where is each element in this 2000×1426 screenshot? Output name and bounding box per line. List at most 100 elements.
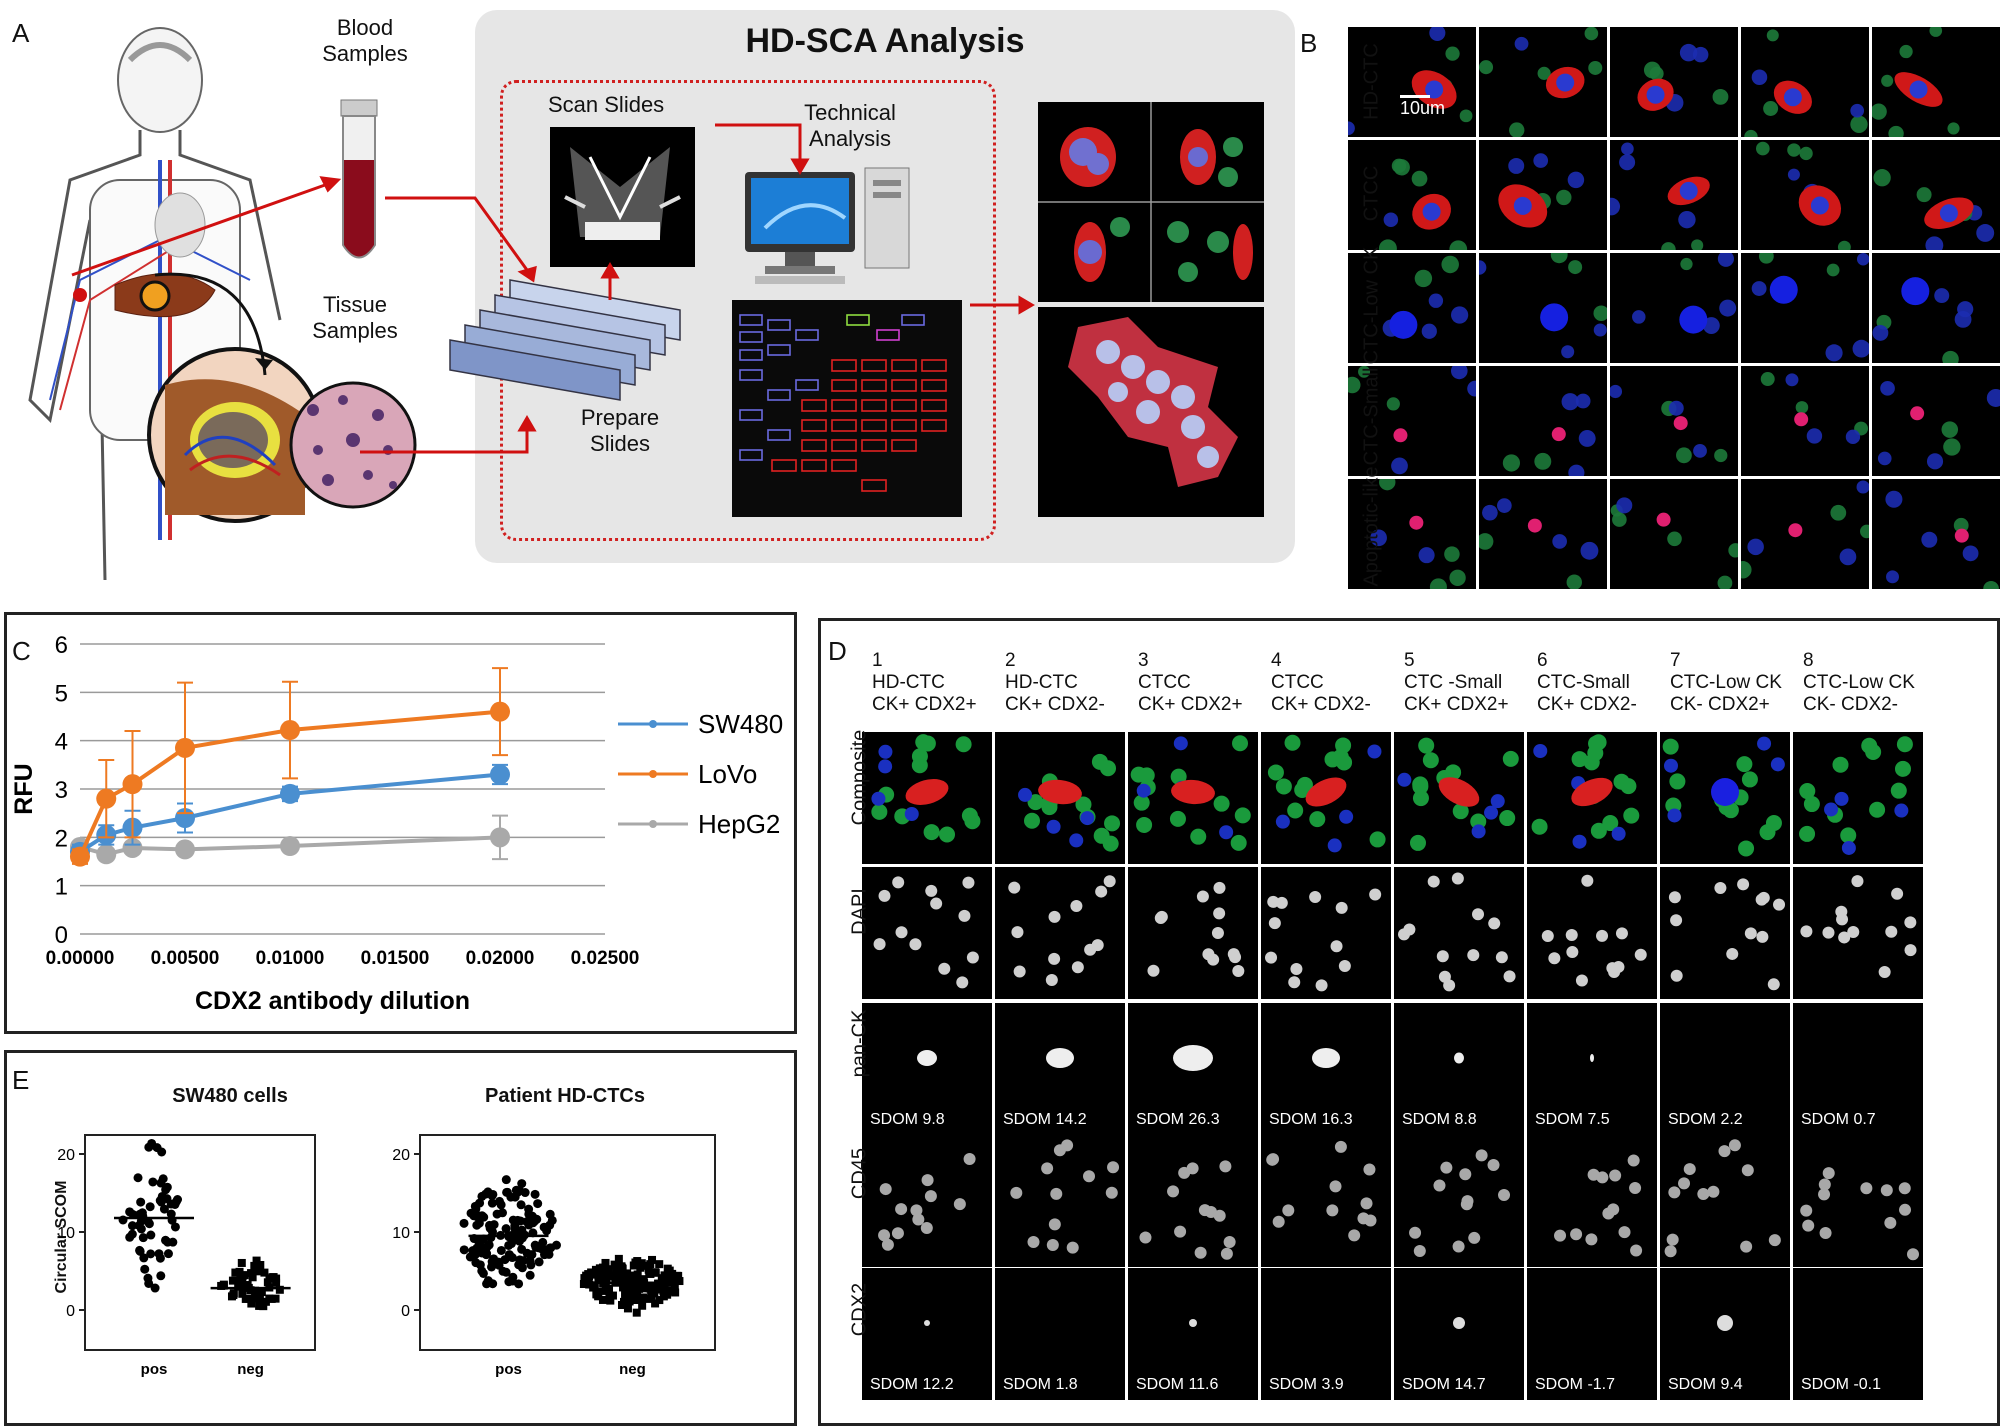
- data-point: [261, 1297, 270, 1306]
- data-point: [122, 837, 143, 858]
- y-tick-label: 0: [66, 1303, 75, 1320]
- legend-marker: [649, 770, 657, 778]
- hd-sca-title: HD-SCA Analysis: [745, 22, 1025, 60]
- data-point: [502, 1187, 512, 1197]
- data-point: [579, 1280, 588, 1289]
- data-point: [492, 1209, 502, 1219]
- gallery-cell: [1479, 366, 1607, 476]
- data-point: [651, 1299, 660, 1308]
- column-header-num: 4: [1271, 650, 1282, 671]
- gallery-cell: [1479, 253, 1607, 363]
- zoom-connector: [154, 272, 273, 376]
- row-label-apoptotic-like: Apoptotic-like: [1360, 466, 1383, 587]
- data-point: [490, 827, 510, 848]
- y-tick-label: 2: [55, 825, 68, 852]
- column-header-l1: CTCC: [1138, 672, 1191, 693]
- data-point: [488, 1227, 498, 1237]
- data-point: [459, 1218, 469, 1228]
- gallery-cell: [1479, 479, 1607, 589]
- data-point: [675, 1277, 684, 1286]
- data-point: [145, 1202, 155, 1212]
- data-point: [531, 1214, 541, 1224]
- data-point: [217, 1281, 226, 1290]
- data-point: [248, 1273, 257, 1282]
- row-label-cdx2: CDX2: [848, 1282, 871, 1337]
- data-point: [275, 1285, 284, 1294]
- image-tile: [1527, 867, 1657, 999]
- gallery-cell: [1610, 366, 1738, 476]
- image-tile: SDOM 26.3: [1128, 1003, 1258, 1135]
- data-point: [127, 1221, 137, 1231]
- panel-label-e: E: [12, 1065, 30, 1095]
- image-tile: SDOM 7.5: [1527, 1003, 1657, 1135]
- data-point: [143, 1217, 153, 1227]
- data-point: [625, 1280, 634, 1289]
- gallery-cell: [1348, 366, 1476, 476]
- data-point: [139, 1253, 149, 1263]
- column-header-l2: CK- CDX2+: [1670, 694, 1770, 715]
- data-point: [585, 1280, 594, 1289]
- gallery-cell: [1741, 366, 1869, 476]
- data-point: [665, 1266, 674, 1275]
- data-point: [514, 1236, 524, 1246]
- data-point: [280, 783, 300, 804]
- image-tile: SDOM 16.3: [1261, 1003, 1391, 1135]
- blood-tube-icon: [340, 99, 378, 259]
- data-point: [146, 1230, 156, 1240]
- data-point: [122, 774, 143, 795]
- data-point: [253, 1291, 262, 1300]
- data-point: [655, 1260, 664, 1269]
- gallery-cell: [1610, 253, 1738, 363]
- image-tile: [1793, 732, 1923, 864]
- data-point: [96, 788, 117, 809]
- gallery-cell: [1348, 479, 1476, 589]
- sdom-value: SDOM 9.8: [870, 1111, 945, 1128]
- image-tile: [1261, 867, 1391, 999]
- data-point: [494, 1260, 504, 1270]
- gallery-cell: [1741, 27, 1869, 137]
- data-point: [637, 1294, 646, 1303]
- gallery-cell: [1348, 27, 1476, 137]
- y-tick-label: 6: [55, 632, 68, 659]
- gallery-cell: [1872, 140, 2000, 250]
- data-point: [638, 1301, 647, 1310]
- image-tile: [862, 732, 992, 864]
- sdom-value: SDOM 14.2: [1003, 1111, 1087, 1128]
- image-tile: [1128, 867, 1258, 999]
- data-point: [604, 1265, 613, 1274]
- image-tile: [1394, 867, 1524, 999]
- x-tick-label: 0.01500: [361, 948, 430, 969]
- data-point: [601, 1258, 610, 1267]
- x-tick-label: 0.01000: [256, 948, 325, 969]
- data-point: [280, 836, 300, 857]
- column-header-num: 8: [1803, 650, 1814, 671]
- gallery-cell: [1741, 253, 1869, 363]
- data-point: [280, 720, 300, 741]
- data-point: [580, 1274, 589, 1283]
- column-header-num: 2: [1005, 650, 1016, 671]
- data-point: [96, 844, 117, 865]
- image-tile: [1793, 1135, 1923, 1267]
- sdom-value: SDOM 16.3: [1269, 1111, 1353, 1128]
- data-point: [545, 1209, 555, 1219]
- x-tick-label: 0.00000: [46, 948, 115, 969]
- data-point: [482, 1279, 492, 1289]
- data-point: [159, 1204, 169, 1214]
- data-point: [663, 1290, 672, 1299]
- series-line-lovo: [78, 709, 501, 858]
- data-point: [525, 1270, 535, 1280]
- column-header-l2: CK+ CDX2+: [1404, 694, 1509, 715]
- data-point: [622, 1274, 631, 1283]
- ctc-cluster-image: [1038, 307, 1264, 517]
- row-label-ctcc: CTCC: [1360, 165, 1383, 222]
- image-tile: SDOM 9.8: [862, 1003, 992, 1135]
- panel-label-b: B: [1300, 28, 1318, 58]
- sw480-plot-title: SW480 cells: [172, 1085, 288, 1107]
- data-point: [247, 1269, 256, 1278]
